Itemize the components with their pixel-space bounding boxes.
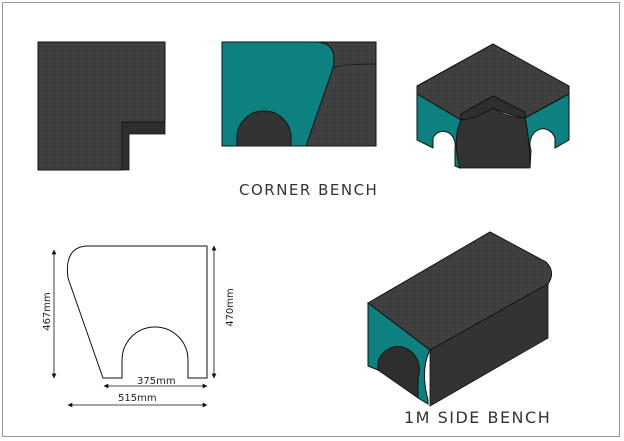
dim-total-width-label: 515mm <box>118 393 157 404</box>
corner-bench-label: CORNER BENCH <box>239 181 379 199</box>
corner-bench-isometric-view <box>416 43 570 169</box>
dim-arch-width-label: 375mm <box>137 376 176 387</box>
corner-bench-top-view <box>37 41 166 171</box>
side-bench-label: 1M SIDE BENCH <box>404 408 552 427</box>
side-bench-isometric-view <box>367 231 552 407</box>
dim-right-height-label: 470mm <box>224 288 236 327</box>
bench-profile-drawing <box>66 245 208 379</box>
corner-bench-front-view <box>221 41 377 147</box>
dim-left-height-label: 467mm <box>41 292 53 331</box>
dimension-lines <box>51 245 217 408</box>
